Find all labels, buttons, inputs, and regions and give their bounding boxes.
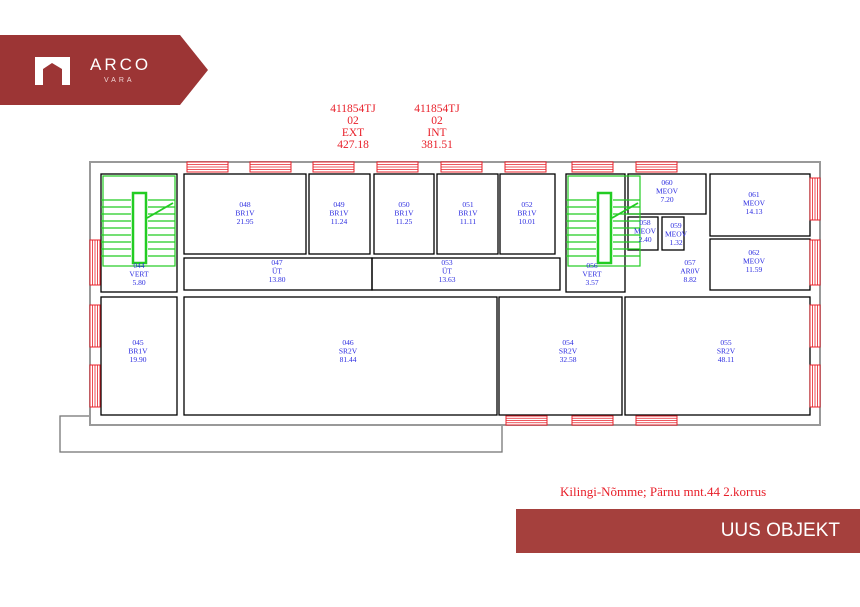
room-045	[100, 296, 178, 416]
rooms	[100, 173, 811, 416]
window	[186, 161, 229, 173]
walls	[59, 161, 821, 453]
room-051	[436, 173, 499, 255]
window	[440, 161, 483, 173]
arco-vara-logo: ARCO VARA	[0, 35, 208, 105]
logo-subtitle: VARA	[104, 77, 135, 84]
window	[809, 304, 821, 348]
window	[635, 161, 678, 173]
stairs	[101, 175, 641, 267]
room-060	[627, 173, 707, 215]
window	[571, 415, 614, 426]
window	[89, 239, 101, 286]
tag-code: 411854TJ	[330, 103, 376, 115]
room-050	[373, 173, 435, 255]
tag-area: 427.18	[337, 139, 369, 151]
logo-banner-shape	[0, 35, 208, 105]
window	[376, 161, 419, 173]
room-048	[183, 173, 307, 255]
logo-name: ARCO	[90, 55, 152, 74]
room-058	[627, 216, 659, 251]
staircase-044	[101, 175, 176, 267]
ext-area-tag: 411854TJ 02 EXT 427.18	[318, 103, 388, 151]
window	[89, 364, 101, 408]
window	[249, 161, 292, 173]
window	[635, 415, 678, 426]
window	[312, 161, 355, 173]
room-055	[624, 296, 811, 416]
address-text: Kilingi-Nõmme; Pärnu mnt.44 2.korrus	[560, 484, 767, 499]
new-object-banner: UUS OBJEKT	[516, 509, 860, 553]
window	[504, 161, 547, 173]
room-059	[661, 216, 685, 251]
tag-type: EXT	[341, 127, 365, 139]
room-056	[565, 173, 626, 293]
room-052	[499, 173, 556, 255]
house-icon	[35, 57, 70, 85]
tag-area: 381.51	[421, 139, 453, 151]
tag-floor: 02	[347, 115, 359, 127]
window	[809, 239, 821, 286]
tag-floor: 02	[431, 115, 443, 127]
room-046	[183, 296, 498, 416]
tag-type: INT	[427, 127, 447, 139]
room-054	[498, 296, 623, 416]
window	[809, 177, 821, 221]
window	[809, 364, 821, 408]
window	[89, 304, 101, 348]
windows	[89, 161, 821, 426]
tag-code: 411854TJ	[414, 103, 460, 115]
staircase-056	[566, 175, 641, 267]
room-049	[308, 173, 371, 255]
room-044	[100, 173, 178, 293]
window	[571, 161, 614, 173]
window	[505, 415, 548, 426]
room-053	[371, 257, 561, 291]
int-area-tag: 411854TJ 02 INT 381.51	[402, 103, 472, 151]
